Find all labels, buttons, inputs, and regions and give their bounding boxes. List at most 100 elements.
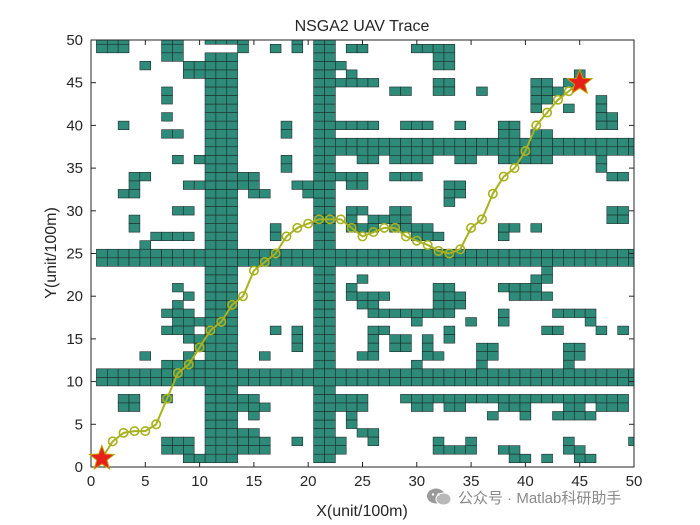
- obstacle-cell: [345, 257, 358, 267]
- obstacle-cell: [313, 61, 325, 71]
- obstacle-cell: [443, 334, 456, 344]
- obstacle-cell: [226, 146, 238, 156]
- obstacle-cell: [335, 402, 347, 412]
- obstacle-cell: [476, 359, 488, 370]
- path-point: [346, 222, 357, 233]
- obstacle-cell: [204, 428, 217, 438]
- obstacle-cell: [465, 377, 477, 387]
- obstacle-cell: [356, 43, 369, 54]
- x-tick-label: 5: [141, 473, 149, 490]
- obstacle-cell: [497, 317, 510, 327]
- obstacle-cell: [606, 146, 619, 156]
- obstacle-cell: [215, 129, 228, 139]
- obstacle-cell: [378, 146, 390, 156]
- obstacle-cell: [530, 137, 542, 148]
- obstacle-cell: [161, 436, 173, 446]
- obstacle-cell: [628, 257, 635, 267]
- obstacle-cell: [432, 377, 445, 387]
- obstacle-cell: [421, 248, 434, 259]
- obstacle-cell: [595, 248, 608, 259]
- obstacle-cell: [497, 146, 510, 156]
- obstacle-cell: [389, 137, 401, 148]
- obstacle-cell: [563, 377, 575, 387]
- obstacle-cell: [128, 377, 141, 387]
- obstacle-cell: [400, 377, 412, 387]
- obstacle-cell: [215, 137, 228, 148]
- obstacle-cell: [389, 154, 401, 165]
- obstacle-cell: [204, 317, 217, 327]
- obstacle-cell: [335, 257, 347, 267]
- obstacle-cell: [128, 402, 141, 412]
- obstacle-cell: [443, 402, 456, 412]
- obstacle-cell: [541, 154, 553, 165]
- obstacle-cell: [215, 223, 228, 233]
- path-point: [259, 257, 270, 268]
- obstacle-cell: [552, 137, 564, 148]
- obstacle-cell: [367, 154, 380, 165]
- obstacle-cell: [541, 95, 553, 105]
- obstacle-cell: [139, 351, 152, 361]
- obstacle-cell: [573, 402, 586, 412]
- obstacle-cell: [465, 137, 477, 148]
- obstacle-cell: [367, 257, 380, 267]
- obstacle-cell: [324, 180, 336, 190]
- obstacle-cell: [356, 368, 369, 378]
- obstacle-cell: [476, 146, 488, 156]
- obstacle-cell: [324, 103, 336, 113]
- path-point: [281, 231, 292, 242]
- obstacle-cell: [356, 180, 369, 190]
- obstacle-cell: [563, 308, 575, 318]
- obstacle-cell: [204, 112, 217, 122]
- obstacle-cell: [432, 231, 445, 241]
- obstacle-cell: [606, 377, 619, 387]
- obstacle-cell: [421, 43, 434, 54]
- obstacle-cell: [378, 368, 390, 378]
- obstacle-cell: [324, 197, 336, 207]
- obstacle-cell: [617, 206, 629, 216]
- obstacle-cell: [584, 146, 597, 156]
- obstacle-cell: [476, 86, 488, 96]
- obstacle-cell: [497, 257, 510, 267]
- obstacle-cell: [106, 368, 119, 378]
- obstacle-cell: [280, 368, 293, 378]
- obstacle-cell: [443, 283, 456, 293]
- obstacle-cell: [563, 411, 575, 421]
- obstacle-cell: [400, 172, 412, 182]
- path-point: [292, 222, 303, 233]
- obstacle-cell: [563, 445, 575, 455]
- obstacle-cell: [117, 43, 130, 54]
- obstacle-cell: [215, 377, 228, 387]
- obstacle-cell: [215, 342, 228, 353]
- obstacle-cell: [313, 95, 325, 105]
- obstacle-cell: [421, 377, 434, 387]
- obstacle-cell: [172, 317, 184, 327]
- obstacle-cell: [497, 394, 510, 404]
- obstacle-cell: [313, 368, 325, 378]
- obstacle-cell: [215, 95, 228, 105]
- obstacle-cell: [106, 248, 119, 259]
- obstacle-cell: [215, 206, 228, 216]
- obstacle-cell: [476, 368, 488, 378]
- obstacle-cell: [324, 112, 336, 122]
- obstacle-cell: [541, 257, 553, 267]
- obstacle-cell: [400, 257, 412, 267]
- obstacle-cell: [324, 308, 336, 318]
- obstacle-cell: [313, 274, 325, 284]
- obstacle-cell: [237, 368, 249, 378]
- obstacle-cell: [519, 394, 532, 404]
- obstacle-cell: [454, 291, 466, 301]
- obstacle-cell: [573, 411, 586, 421]
- obstacle-cell: [324, 231, 336, 241]
- obstacle-cell: [215, 359, 228, 370]
- obstacle-cell: [421, 231, 434, 241]
- obstacle-cell: [313, 428, 325, 438]
- obstacle-cell: [335, 61, 347, 71]
- obstacle-cell: [595, 377, 608, 387]
- obstacle-cell: [237, 445, 249, 455]
- y-tick-label: 15: [66, 331, 83, 348]
- obstacle-cell: [465, 248, 477, 259]
- obstacle-cell: [204, 300, 217, 310]
- obstacle-cell: [226, 78, 238, 88]
- obstacle-cell: [356, 120, 369, 130]
- obstacle-cell: [193, 359, 206, 370]
